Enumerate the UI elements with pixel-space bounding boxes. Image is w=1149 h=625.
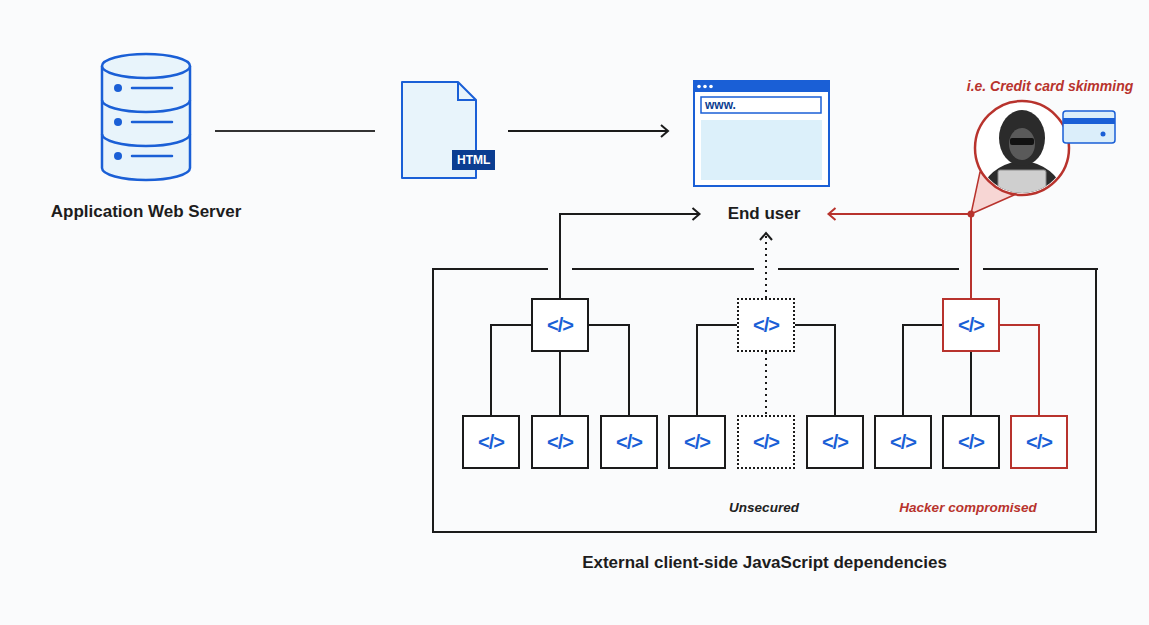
connector-line <box>795 325 835 415</box>
browser-icon <box>693 80 830 187</box>
connector-arrow <box>765 233 767 298</box>
script-box: </> <box>600 415 658 469</box>
code-icon: </> <box>684 431 710 454</box>
connector-line <box>1000 325 1039 415</box>
url-text: www. <box>705 98 736 112</box>
connector-arrow <box>560 214 700 298</box>
connector-line <box>491 325 531 415</box>
script-box: </> <box>942 415 1000 469</box>
connector-line <box>765 352 767 415</box>
status-label: Unsecured <box>729 500 799 515</box>
code-icon: </> <box>890 431 916 454</box>
connector-arrow <box>508 130 668 132</box>
code-icon: </> <box>753 431 779 454</box>
code-icon: </> <box>958 314 984 337</box>
container-top-border <box>432 268 1098 270</box>
connector-arrow <box>829 214 972 298</box>
connector-line <box>903 325 942 415</box>
code-icon: </> <box>547 431 573 454</box>
server-icon: Application Web Server <box>100 52 192 182</box>
browser-window: www. <box>693 80 830 187</box>
dependency-container: </></></></></></></></></></></></>Exte… <box>432 268 1097 533</box>
code-icon: </> <box>753 314 779 337</box>
connector-line <box>559 352 561 415</box>
hacker-illustration <box>968 101 1116 218</box>
script-box: </> <box>874 415 932 469</box>
database-icon <box>100 52 192 182</box>
code-icon: </> <box>1026 431 1052 454</box>
code-icon: </> <box>547 314 573 337</box>
connector-line <box>215 130 375 132</box>
callout-note: i.e. Credit card skimming <box>967 78 1134 94</box>
code-icon: </> <box>958 431 984 454</box>
script-box: </> <box>531 298 589 352</box>
script-box: </> <box>806 415 864 469</box>
connector-line <box>697 325 737 415</box>
script-box: </> <box>462 415 520 469</box>
connector-line <box>970 352 972 415</box>
script-box: </> <box>942 298 1000 352</box>
node-label: Application Web Server <box>51 202 242 222</box>
code-icon: </> <box>616 431 642 454</box>
connector-line <box>589 325 629 415</box>
script-box: </> <box>531 415 589 469</box>
script-box: </> <box>737 415 795 469</box>
node-label: End user <box>728 203 801 225</box>
status-label: Hacker compromised <box>899 500 1036 515</box>
html-document: HTML <box>400 80 478 180</box>
script-box: </> <box>737 298 795 352</box>
script-box: </> <box>668 415 726 469</box>
file-badge: HTML <box>452 150 495 170</box>
code-icon: </> <box>478 431 504 454</box>
node-label: External client-side JavaScript dependen… <box>582 553 947 573</box>
script-box: </> <box>1010 415 1068 469</box>
code-icon: </> <box>822 431 848 454</box>
end-user-label: End user <box>726 202 803 226</box>
